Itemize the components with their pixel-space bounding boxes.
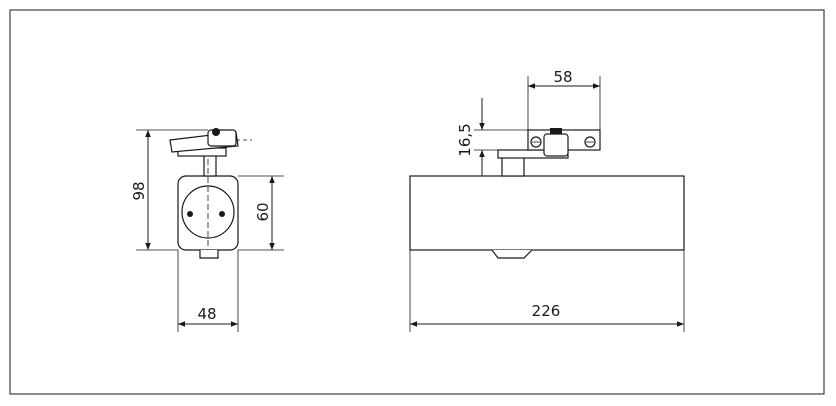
label-48: 48 — [197, 305, 216, 323]
label-58: 58 — [553, 68, 572, 86]
front-clamp — [543, 133, 569, 157]
side-screw-right-icon — [219, 211, 225, 217]
label-98: 98 — [130, 181, 148, 200]
drawing-frame — [9, 9, 825, 395]
side-screw-left-icon — [187, 211, 193, 217]
label-226: 226 — [532, 302, 561, 320]
front-body — [409, 175, 685, 251]
front-bottom-lug — [491, 249, 533, 259]
front-clamp-nut — [550, 128, 562, 134]
front-view: 58 16,5 226 — [409, 68, 685, 332]
label-16-5: 16,5 — [456, 123, 474, 156]
side-view: 98 60 48 — [130, 128, 284, 332]
side-bottom-stub — [199, 250, 219, 259]
label-60: 60 — [254, 202, 272, 221]
side-clamp-bolt-icon — [212, 128, 220, 136]
